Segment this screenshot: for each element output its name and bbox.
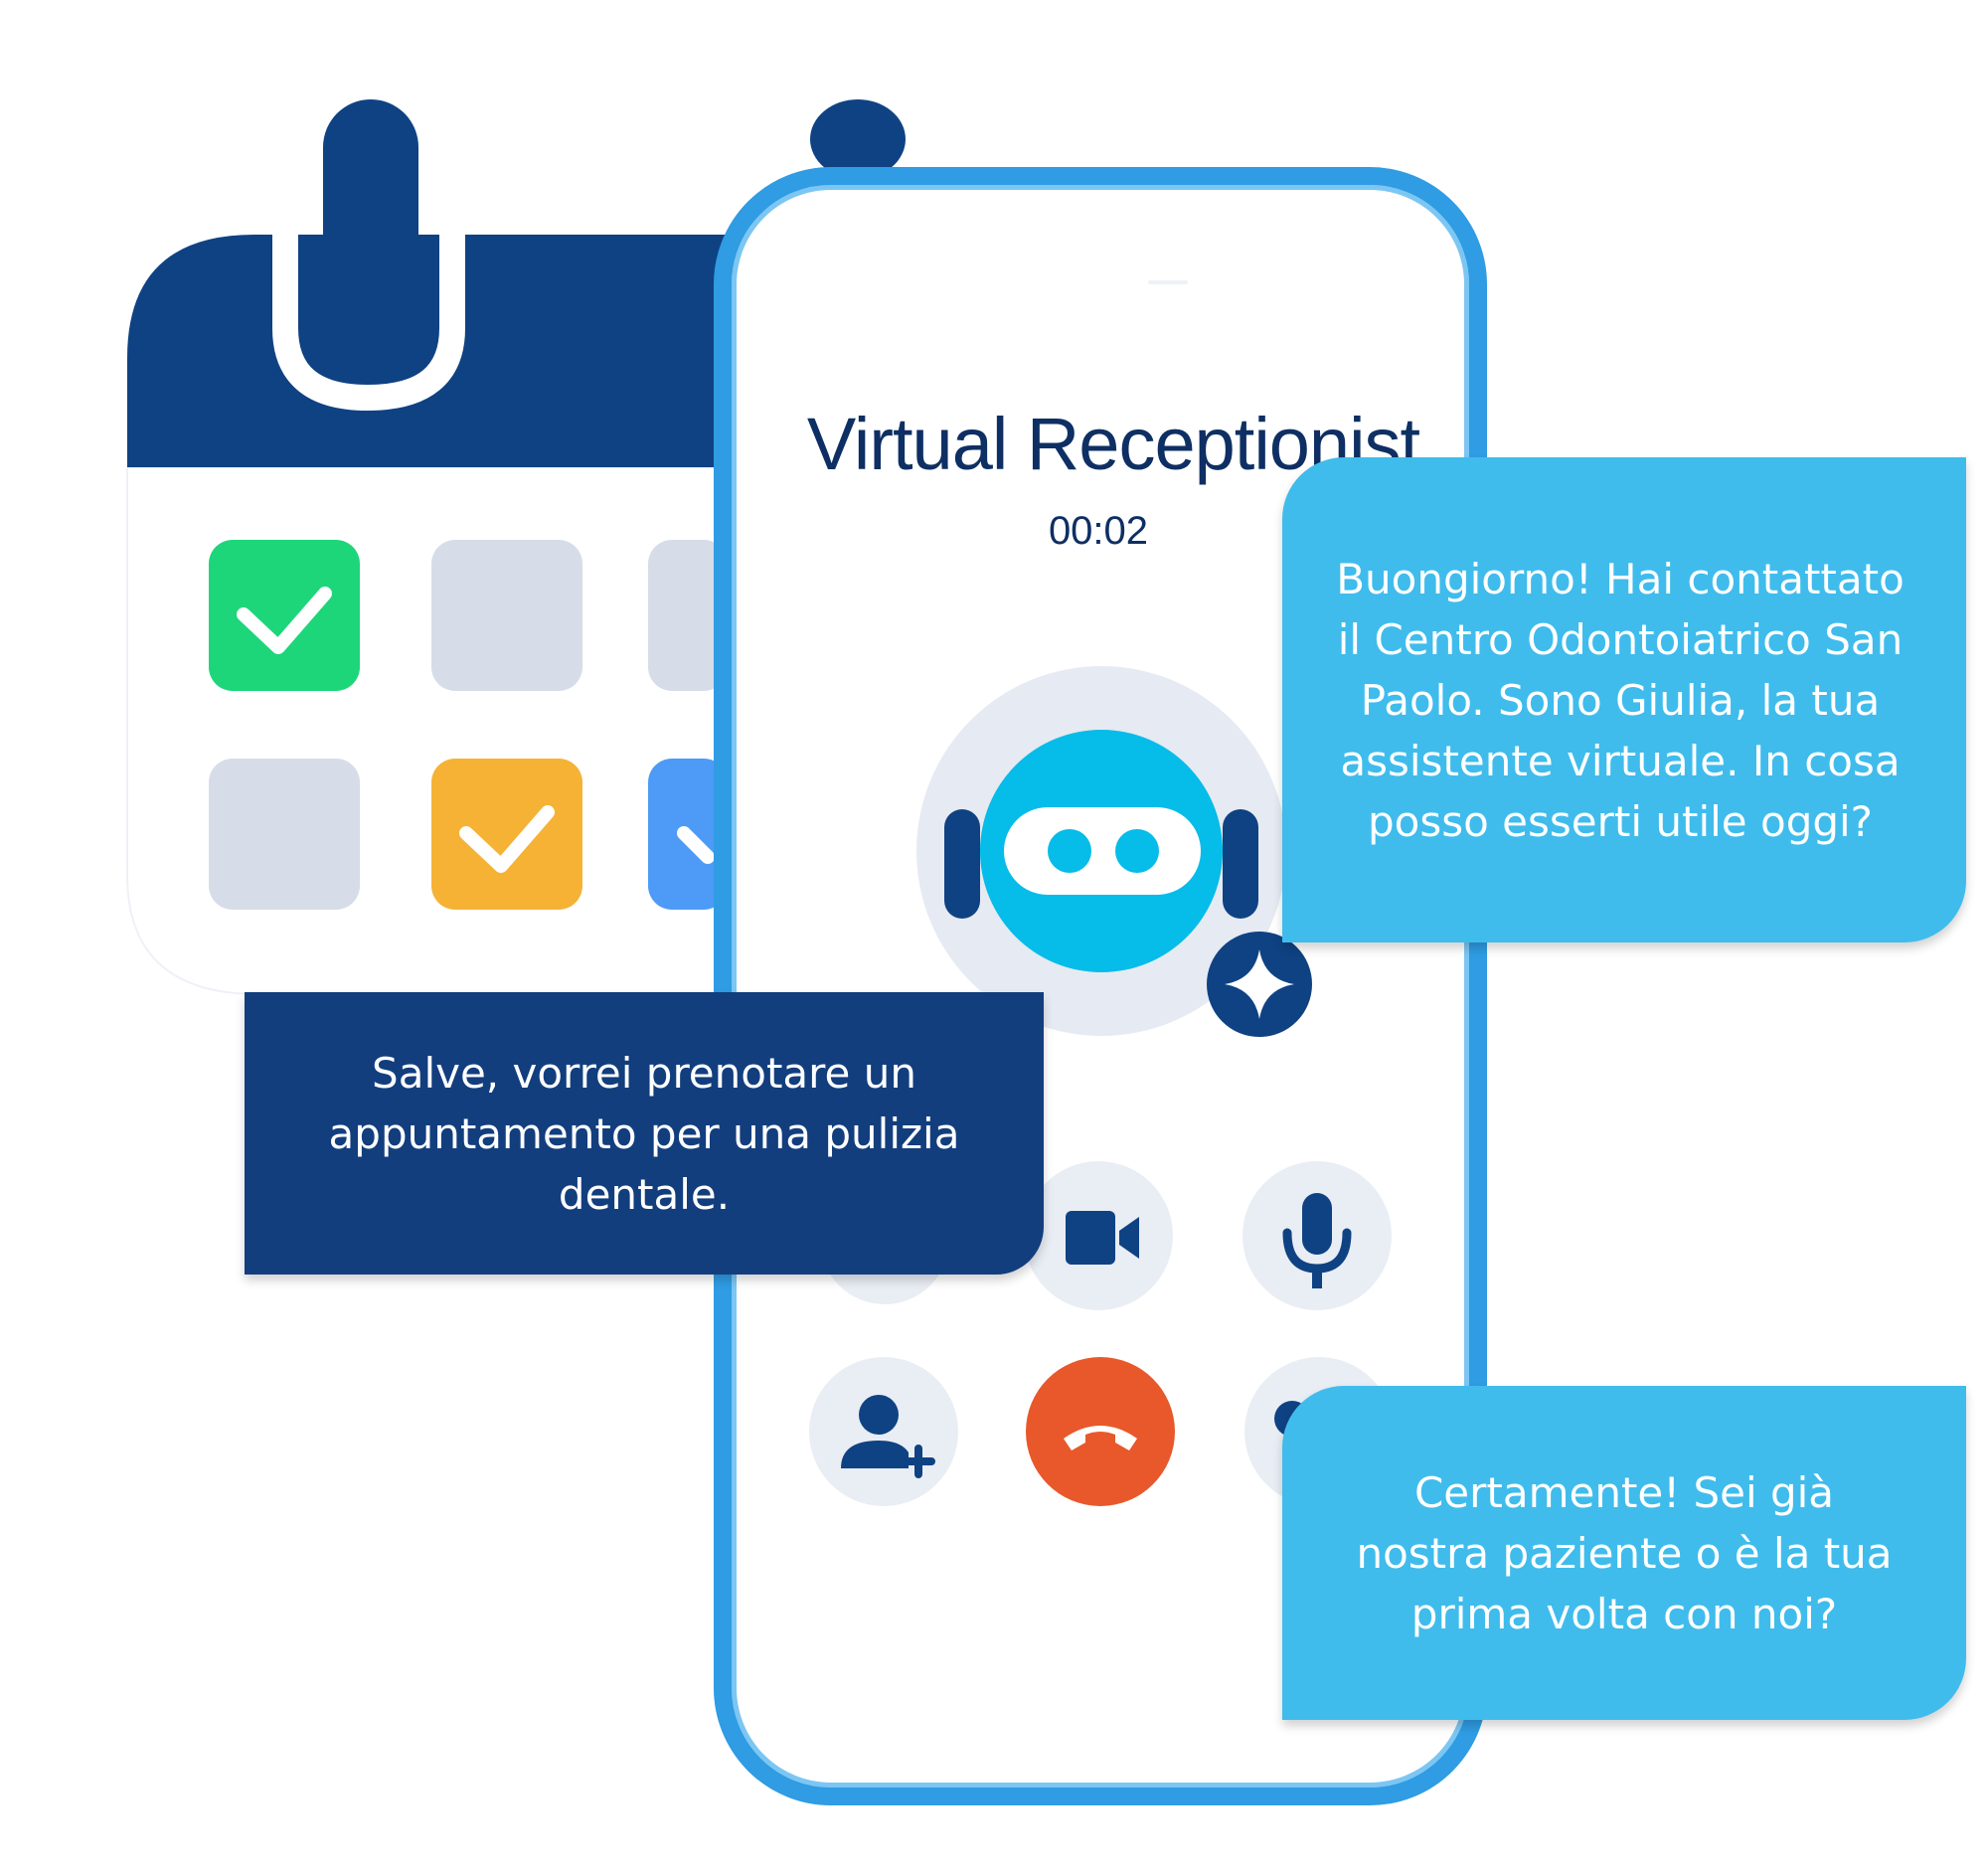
video-camera-icon	[1066, 1211, 1139, 1265]
check-icon	[459, 805, 555, 873]
calendar-ring-left	[272, 99, 465, 412]
check-icon	[677, 826, 715, 864]
mute-button[interactable]	[1242, 1161, 1392, 1310]
calendar-cell-1	[209, 540, 360, 691]
assistant-message-text: Buongiorno! Hai contattato il Centro Odo…	[1336, 554, 1905, 846]
user-message-bubble: Salve, vorrei prenotare un appuntamento …	[245, 992, 1044, 1275]
video-button[interactable]	[1024, 1161, 1173, 1310]
user-message-text: Salve, vorrei prenotare un appuntamento …	[328, 1048, 960, 1219]
assistant-message-bubble: Buongiorno! Hai contattato il Centro Odo…	[1282, 457, 1966, 942]
calendar-body	[126, 466, 756, 995]
calendar-header	[127, 235, 755, 467]
phone-hangup-icon	[1064, 1426, 1137, 1450]
microphone-icon	[1282, 1193, 1352, 1288]
calendar-cell-4	[209, 759, 360, 910]
sparkle-icon	[1207, 932, 1312, 1037]
calendar-cell-5	[431, 759, 582, 910]
add-person-icon	[841, 1395, 935, 1478]
check-icon	[237, 587, 332, 654]
robot-icon	[944, 730, 1258, 972]
call-timer: 00:02	[1048, 509, 1149, 553]
assistant-message-text-2: Certamente! Sei già nostra paziente o è …	[1356, 1467, 1893, 1638]
hang-up-button[interactable]	[1026, 1357, 1175, 1506]
phone-notch	[1148, 280, 1188, 284]
add-participant-button[interactable]	[809, 1357, 958, 1506]
assistant-message-bubble-2: Certamente! Sei già nostra paziente o è …	[1282, 1386, 1966, 1720]
calendar-cell-2	[431, 540, 582, 691]
